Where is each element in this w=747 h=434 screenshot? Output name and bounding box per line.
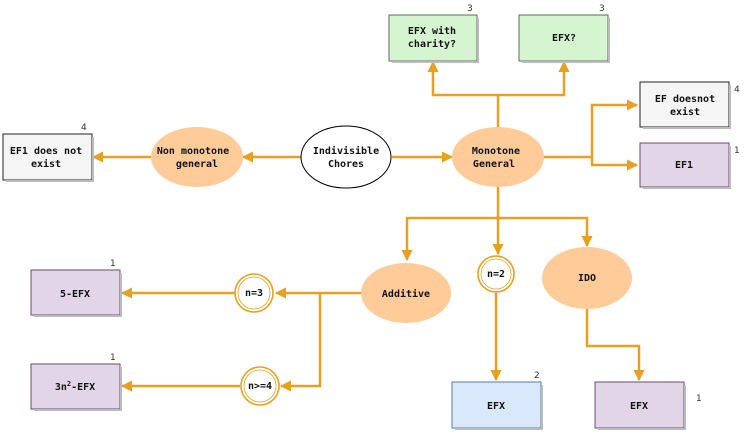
node-efx-q-label: EFX? (552, 33, 576, 44)
node-3n2-efx-label: 3n2-EFX (55, 380, 95, 393)
node-non-monotone-line1: Non monotone (157, 146, 229, 157)
node-indivisible-chores-line2: Chores (328, 159, 364, 170)
node-indivisible-chores[interactable]: Indivisible Chores (300, 125, 392, 189)
node-ef1-does-not-exist[interactable]: EF1 does not exist 4 (2, 123, 94, 182)
node-ef-not-exist-line1: EF doesnot (655, 94, 715, 105)
node-ido[interactable]: IDO (542, 247, 632, 309)
edge-monotone-to-efx-q (498, 60, 570, 97)
edge-monotone-to-additive (401, 216, 498, 262)
ref-ef1: 1 (734, 146, 740, 156)
ref-efx-q: 3 (599, 4, 605, 14)
ref-3n2-efx: 1 (110, 353, 116, 363)
node-ef1-not-exist-line2: exist (31, 158, 61, 170)
node-additive[interactable]: Additive (361, 263, 451, 323)
node-monotone-line1: Monotone (472, 146, 520, 157)
node-5-efx-label: 5-EFX (60, 289, 90, 300)
edge-monotone-to-ef-not-exist (590, 99, 639, 157)
node-3n2-efx-sup: 2 (67, 380, 71, 388)
ref-ef-not-exist: 4 (734, 85, 740, 95)
node-efx-charity-line2: charity? (408, 38, 456, 50)
node-n3[interactable]: n=3 (234, 273, 274, 313)
node-monotone-general[interactable]: Monotone General (452, 127, 544, 187)
node-3n2-efx[interactable]: 3n2-EFX 1 (30, 353, 122, 411)
ref-efx-charity: 3 (467, 4, 473, 14)
ref-5-efx: 1 (110, 259, 116, 269)
node-efx-n2[interactable]: EFX 2 (451, 371, 543, 430)
node-3n2-efx-post: -EFX (71, 382, 95, 393)
node-ef1[interactable]: EF1 1 (639, 142, 740, 189)
node-efx-charity-line1: EFX with (408, 25, 456, 37)
edge-monotone-to-efx-charity (427, 60, 498, 97)
node-efx-question[interactable]: EFX? 3 (518, 4, 610, 63)
node-n2[interactable]: n=2 (477, 255, 515, 293)
node-ido-label: IDO (578, 273, 596, 284)
node-efx-with-charity[interactable]: EFX with charity? 3 (388, 4, 479, 63)
node-efx-ido-label: EFX (630, 401, 648, 412)
node-n4-label: n>=4 (248, 381, 272, 392)
node-n3-label: n=3 (245, 288, 263, 299)
edge-additive-to-n4 (279, 293, 322, 392)
node-3n2-efx-pre: 3n (55, 382, 67, 393)
node-non-monotone-line2: general (176, 159, 218, 170)
node-ef1-label: EF1 (675, 160, 693, 171)
node-ef1-not-exist-line1: EF1 does not (10, 146, 82, 157)
node-monotone-line2: General (473, 159, 515, 170)
ref-efx-n2: 2 (534, 371, 540, 381)
node-additive-label: Additive (382, 288, 430, 300)
edges (91, 60, 645, 392)
edge-ido-to-efx (585, 309, 645, 382)
ref-ef1-not-exist: 4 (81, 123, 87, 133)
node-non-monotone-general[interactable]: Non monotone general (151, 127, 243, 187)
node-5-efx[interactable]: 5-EFX 1 (30, 259, 122, 317)
node-ef-does-not-exist[interactable]: EF doesnot exist 4 (639, 81, 740, 129)
node-n2-label: n=2 (487, 269, 505, 280)
node-efx-ido[interactable]: EFX 1 (594, 381, 702, 430)
edge-monotone-to-ef1 (590, 157, 639, 171)
edge-monotone-to-ido (498, 216, 593, 248)
node-n4[interactable]: n>=4 (240, 366, 280, 406)
ref-efx-ido: 1 (696, 394, 702, 404)
node-indivisible-chores-line1: Indivisible (313, 145, 379, 157)
node-ef-not-exist-line2: exist (670, 106, 700, 118)
node-efx-n2-label: EFX (487, 401, 505, 412)
